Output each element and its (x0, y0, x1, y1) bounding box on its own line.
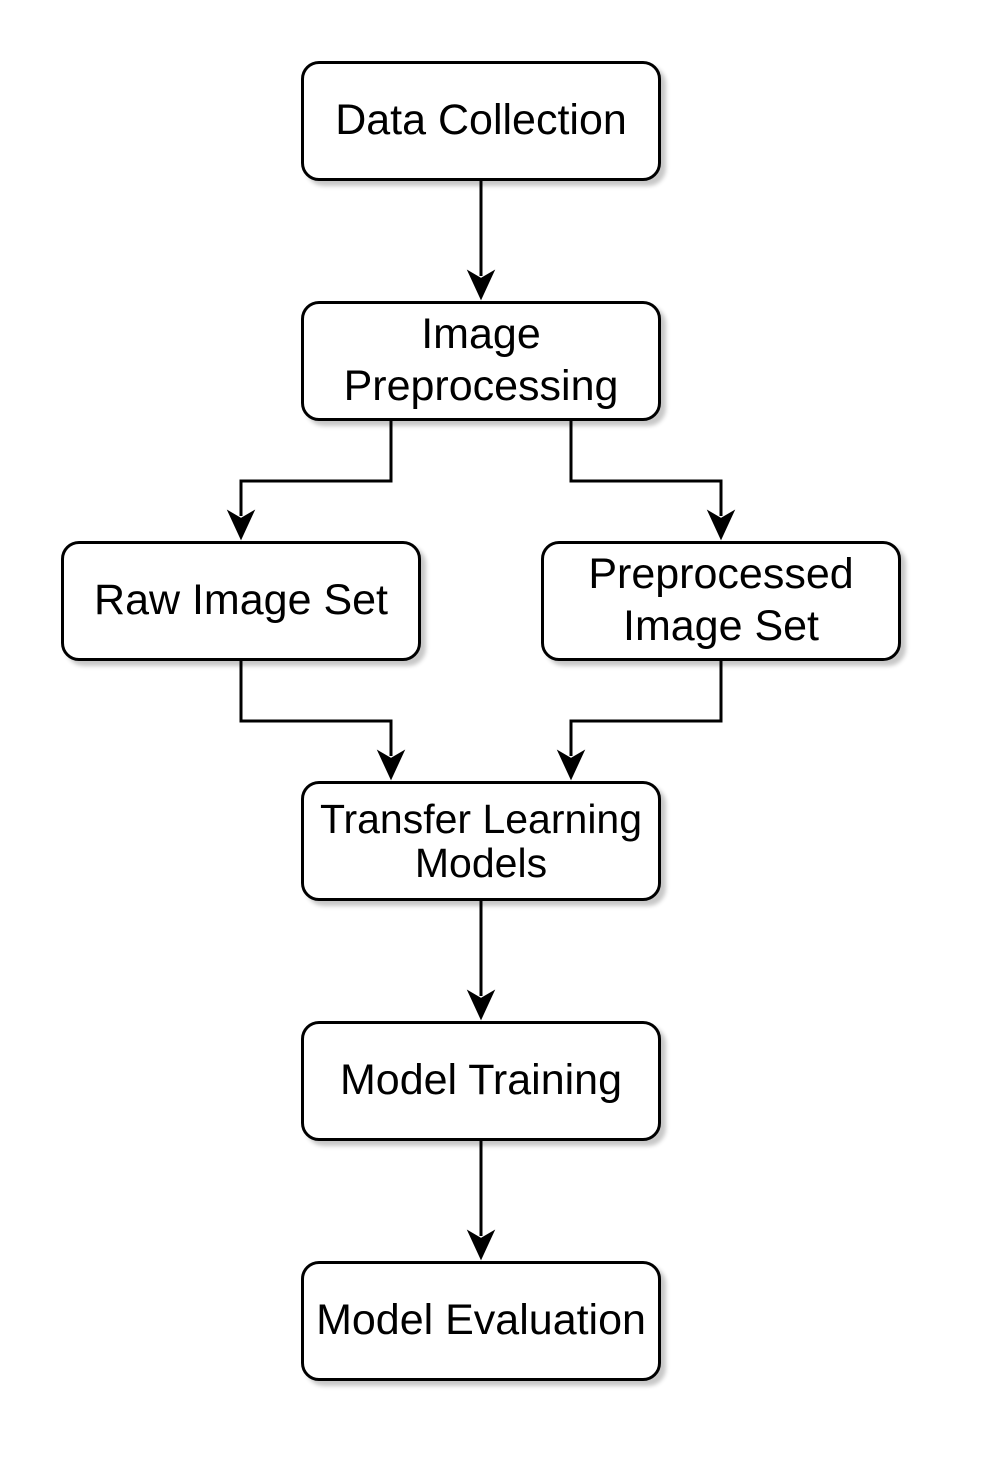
node-label: Raw Image Set (94, 576, 388, 625)
node-label: Model Training (339, 1056, 623, 1105)
arrowhead-icon (376, 749, 406, 781)
arrowhead-icon (466, 989, 496, 1021)
edge-image-preprocessing-to-raw-image-set (239, 421, 393, 516)
node-label: Model Evaluation (316, 1296, 646, 1345)
arrowhead-icon (556, 749, 586, 781)
edge-preprocessed-image-set-to-transfer-learning-models (569, 661, 723, 756)
node-label: Image Preprocessing (343, 310, 619, 410)
node-data-collection: Data Collection (301, 61, 661, 181)
edge-image-preprocessing-to-preprocessed-image-set (569, 421, 723, 516)
edge-raw-image-set-to-transfer-learning-models (239, 661, 393, 756)
node-transfer-learning-models: Transfer Learning Models (301, 781, 661, 901)
node-label: Preprocessed Image Set (588, 550, 854, 650)
node-model-evaluation: Model Evaluation (301, 1261, 661, 1381)
arrowhead-icon (226, 509, 256, 541)
node-image-preprocessing: Image Preprocessing (301, 301, 661, 421)
arrowhead-icon (706, 509, 736, 541)
arrowhead-icon (466, 269, 496, 301)
node-raw-image-set: Raw Image Set (61, 541, 421, 661)
node-preprocessed-image-set: Preprocessed Image Set (541, 541, 901, 661)
arrowhead-icon (466, 1229, 496, 1261)
node-label: Transfer Learning Models (319, 795, 643, 886)
node-label: Data Collection (335, 96, 627, 145)
node-model-training: Model Training (301, 1021, 661, 1141)
